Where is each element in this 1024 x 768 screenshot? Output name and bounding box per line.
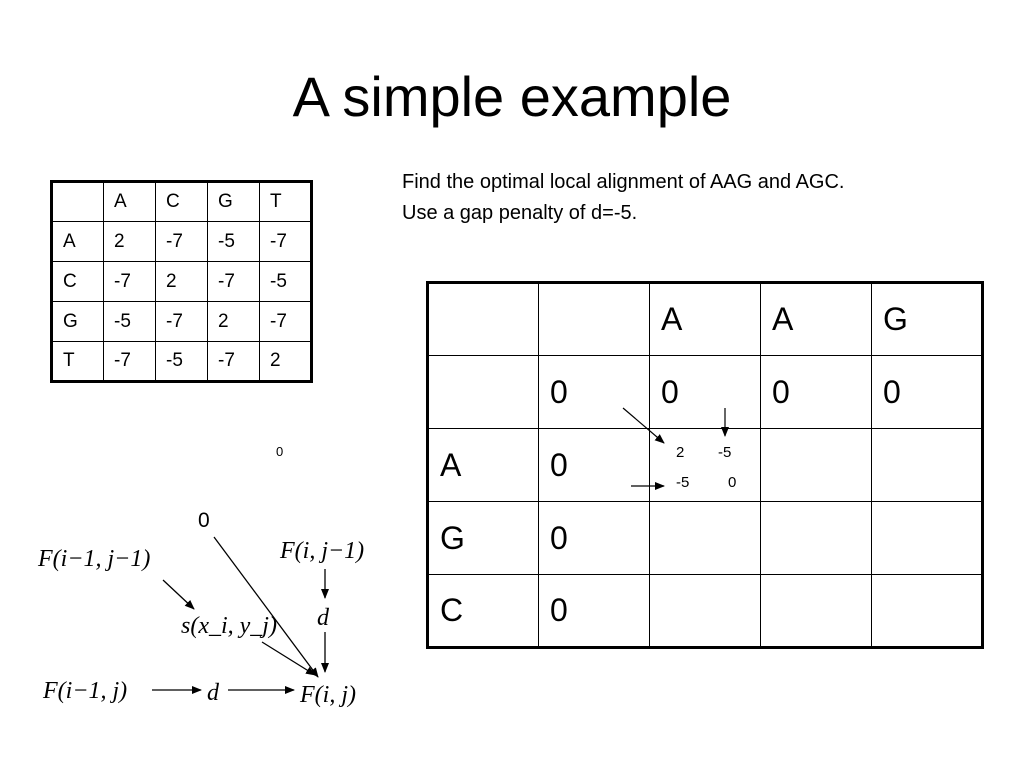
recurrence-left-source: F(i−1, j) bbox=[43, 678, 128, 704]
table-row: A 2 -7 -5 -7 bbox=[51, 221, 312, 262]
dp-cell: 0 bbox=[538, 501, 650, 575]
dp-cell: 0 bbox=[649, 355, 761, 429]
table-row: C -7 2 -7 -5 bbox=[51, 261, 312, 302]
matrix-cell: -7 bbox=[103, 341, 156, 382]
dp-cell: 0 bbox=[538, 428, 650, 502]
problem-line-2: Use a gap penalty of d=-5. bbox=[402, 202, 638, 224]
table-row: A 0 bbox=[427, 428, 983, 502]
dp-cell bbox=[760, 501, 872, 575]
matrix-cell: 2 bbox=[155, 261, 208, 302]
matrix-cell: 2 bbox=[103, 221, 156, 262]
recurrence-up-source: F(i, j−1) bbox=[280, 538, 365, 564]
score-to-target-arrow bbox=[261, 641, 316, 676]
matrix-row-header: A bbox=[51, 221, 104, 262]
dp-row-header: C bbox=[427, 574, 539, 648]
dp-matrix: A A G 0 0 0 0 A 0 G 0 C 0 bbox=[426, 281, 984, 649]
matrix-cell: -7 bbox=[259, 221, 312, 262]
table-row: G -5 -7 2 -7 bbox=[51, 301, 312, 342]
dp-cell bbox=[760, 428, 872, 502]
dp-cell bbox=[649, 428, 761, 502]
matrix-col-header: T bbox=[259, 181, 312, 222]
recurrence-gap-up: d bbox=[317, 605, 329, 631]
matrix-cell: -5 bbox=[259, 261, 312, 302]
dp-col-header: A bbox=[760, 282, 872, 356]
dp-diag-arrow bbox=[622, 407, 665, 444]
dp-cell bbox=[649, 574, 761, 648]
slide-title: A simple example bbox=[292, 65, 732, 128]
dp-cell bbox=[760, 574, 872, 648]
zero-to-target-arrow bbox=[213, 536, 319, 678]
table-row: G 0 bbox=[427, 501, 983, 575]
matrix-row-header: T bbox=[51, 341, 104, 382]
recurrence-gap-left: d bbox=[207, 680, 219, 706]
table-row: 0 0 0 0 bbox=[427, 355, 983, 429]
dp-cell: 0 bbox=[538, 355, 650, 429]
matrix-cell: -5 bbox=[103, 301, 156, 342]
table-row: T -7 -5 -7 2 bbox=[51, 341, 312, 382]
diag-to-score-arrow bbox=[162, 579, 195, 610]
matrix-cell: 2 bbox=[259, 341, 312, 382]
dp-annotation-up: -5 bbox=[718, 444, 732, 461]
problem-statement: Find the optimal local alignment of AAG … bbox=[402, 167, 844, 229]
dp-cell: 0 bbox=[538, 574, 650, 648]
matrix-row-header: G bbox=[51, 301, 104, 342]
dp-corner bbox=[427, 282, 539, 356]
stray-zero-label: 0 bbox=[276, 444, 284, 459]
dp-cell bbox=[871, 501, 983, 575]
dp-row-header: A bbox=[427, 428, 539, 502]
recurrence-diag-source: F(i−1, j−1) bbox=[38, 546, 151, 572]
recurrence-target: F(i, j) bbox=[300, 682, 356, 708]
matrix-cell: -5 bbox=[155, 341, 208, 382]
dp-annotation-zero: 0 bbox=[728, 474, 737, 491]
dp-cell: 0 bbox=[760, 355, 872, 429]
dp-annotation-diag: 2 bbox=[676, 444, 685, 461]
substitution-matrix: A C G T A 2 -7 -5 -7 C -7 2 -7 -5 G -5 -… bbox=[50, 180, 313, 383]
matrix-cell: -7 bbox=[259, 301, 312, 342]
matrix-cell: -7 bbox=[207, 261, 260, 302]
table-row: A C G T bbox=[51, 181, 312, 222]
recurrence-score-term: s(x_i, y_j) bbox=[181, 613, 277, 639]
dp-row-header: G bbox=[427, 501, 539, 575]
problem-line-1: Find the optimal local alignment of AAG … bbox=[402, 171, 845, 193]
dp-col-header: A bbox=[649, 282, 761, 356]
dp-cell: 0 bbox=[871, 355, 983, 429]
table-row: C 0 bbox=[427, 574, 983, 648]
recurrence-zero: 0 bbox=[198, 509, 210, 532]
matrix-col-header: C bbox=[155, 181, 208, 222]
dp-cell bbox=[871, 574, 983, 648]
dp-annotation-left: -5 bbox=[676, 474, 690, 491]
